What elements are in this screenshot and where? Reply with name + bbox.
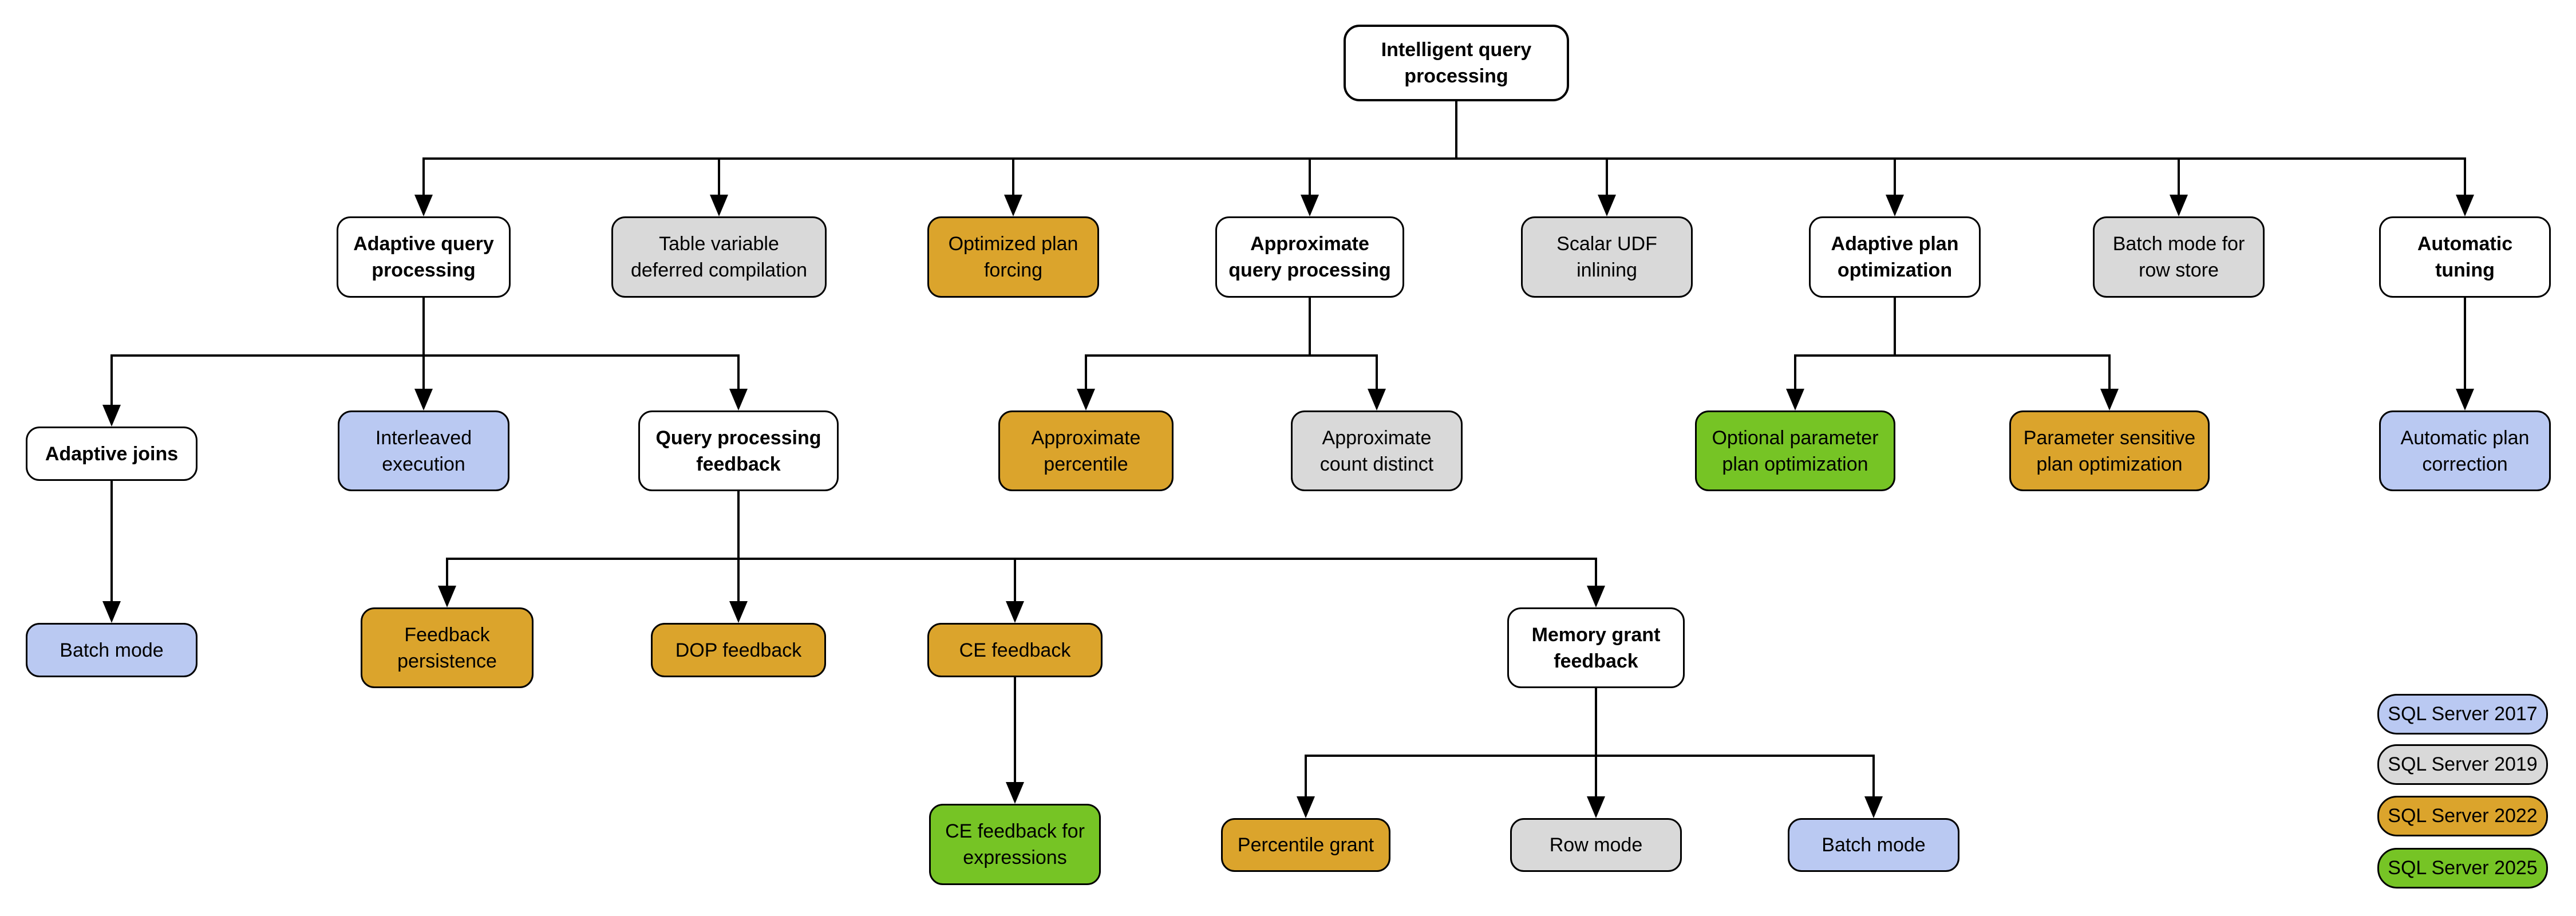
arrowhead xyxy=(2100,389,2119,410)
arrowhead xyxy=(710,195,728,216)
node-adaptive-plan-optimization: Adaptive plan optimization xyxy=(1809,216,1981,298)
arrowhead xyxy=(1297,796,1315,818)
arrowhead xyxy=(1587,586,1605,607)
node-dop-feedback: DOP feedback xyxy=(651,623,826,677)
legend-sql-server-2019: SQL Server 2019 xyxy=(2377,744,2548,785)
arrowhead xyxy=(1006,601,1024,623)
node-adaptive-query-processing: Adaptive query processing xyxy=(337,216,511,298)
node-feedback-persistence: Feedback persistence xyxy=(361,607,534,688)
arrowhead xyxy=(1301,195,1319,216)
arrowhead xyxy=(414,195,433,216)
arrowhead xyxy=(102,405,121,427)
node-approximate-percentile: Approximate percentile xyxy=(998,410,1174,491)
node-ce-feedback-for-expressions: CE feedback for expressions xyxy=(929,804,1101,885)
node-adaptive-joins: Adaptive joins xyxy=(26,427,197,481)
node-automatic-tuning: Automatic tuning xyxy=(2379,216,2551,298)
arrowhead xyxy=(1864,796,1883,818)
arrowhead xyxy=(1598,195,1616,216)
arrowhead xyxy=(102,601,121,623)
arrowhead xyxy=(414,389,433,410)
arrowhead xyxy=(729,389,748,410)
node-row-mode: Row mode xyxy=(1510,818,1682,872)
arrowhead xyxy=(1786,389,1804,410)
node-approximate-count-distinct: Approximate count distinct xyxy=(1291,410,1463,491)
node-parameter-sensitive-plan-optimization: Parameter sensitive plan optimization xyxy=(2009,410,2210,491)
arrowhead xyxy=(1004,195,1022,216)
node-ce-feedback: CE feedback xyxy=(927,623,1103,677)
node-batch-mode-memory-grant: Batch mode xyxy=(1788,818,1959,872)
node-memory-grant-feedback: Memory grant feedback xyxy=(1507,607,1685,688)
node-scalar-udf-inlining: Scalar UDF inlining xyxy=(1521,216,1693,298)
node-interleaved-execution: Interleaved execution xyxy=(338,410,509,491)
arrowhead xyxy=(1077,389,1095,410)
node-batch-mode-for-row-store: Batch mode for row store xyxy=(2093,216,2265,298)
arrowhead xyxy=(1587,796,1605,818)
node-table-variable-deferred-compilation: Table variable deferred compilation xyxy=(611,216,827,298)
arrowhead xyxy=(2170,195,2188,216)
node-optional-parameter-plan-optimization: Optional parameter plan optimization xyxy=(1695,410,1895,491)
arrowhead xyxy=(2456,389,2474,410)
arrowhead xyxy=(1886,195,1904,216)
arrowhead xyxy=(729,601,748,623)
arrowhead xyxy=(438,586,456,607)
node-automatic-plan-correction: Automatic plan correction xyxy=(2379,410,2551,491)
node-optimized-plan-forcing: Optimized plan forcing xyxy=(927,216,1099,298)
node-query-processing-feedback: Query processing feedback xyxy=(638,410,839,491)
node-intelligent-query-processing: Intelligent query processing xyxy=(1344,25,1569,101)
node-approximate-query-processing: Approximate query processing xyxy=(1215,216,1404,298)
arrowhead xyxy=(2456,195,2474,216)
legend-sql-server-2022: SQL Server 2022 xyxy=(2377,796,2548,836)
node-percentile-grant: Percentile grant xyxy=(1221,818,1390,872)
legend-sql-server-2025: SQL Server 2025 xyxy=(2377,848,2548,889)
legend-sql-server-2017: SQL Server 2017 xyxy=(2377,694,2548,735)
node-batch-mode-adaptive-joins: Batch mode xyxy=(26,623,197,677)
arrowhead xyxy=(1368,389,1386,410)
arrowhead xyxy=(1006,782,1024,804)
